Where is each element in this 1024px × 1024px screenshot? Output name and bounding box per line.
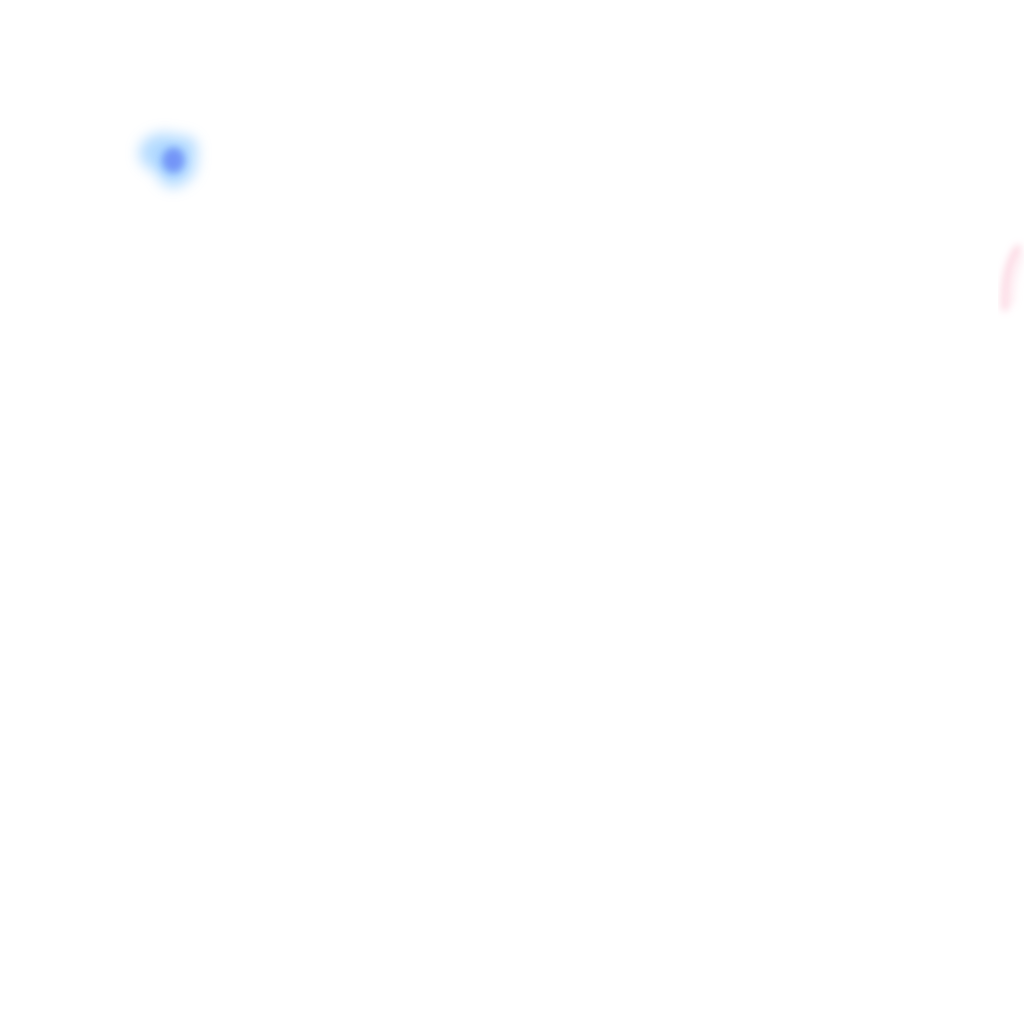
pink-brush-stroke — [1001, 245, 1024, 311]
blue-paint-blot — [139, 133, 198, 188]
